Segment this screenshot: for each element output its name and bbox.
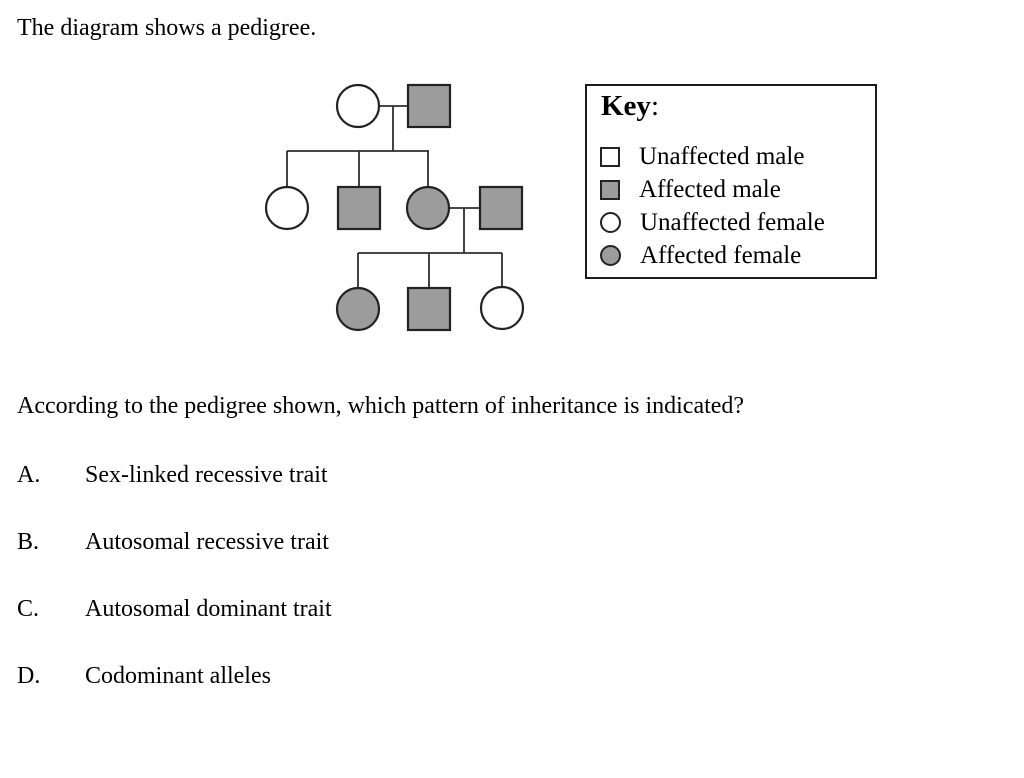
option-text: Autosomal dominant trait — [85, 596, 332, 622]
option-letter: A. — [17, 462, 41, 488]
key-item-unaffected-female: Unaffected female — [600, 206, 825, 239]
option-letter: D. — [17, 663, 41, 689]
option-letter: B. — [17, 529, 40, 555]
pedigree-individual-III-1 — [335, 286, 381, 332]
option-text: Sex-linked recessive trait — [85, 462, 328, 488]
pedigree-individual-II-1 — [264, 185, 310, 231]
option-letter: C. — [17, 596, 40, 622]
key-item-label: Affected male — [639, 175, 781, 203]
key-box: Key: Unaffected male Affected male Unaff… — [585, 84, 877, 279]
option-text: Autosomal recessive trait — [85, 529, 329, 555]
pedigree-individual-II-3 — [405, 185, 451, 231]
key-rows: Unaffected male Affected male Unaffected… — [600, 140, 825, 272]
option-d: D. Codominant alleles — [17, 663, 271, 690]
key-item-affected-male: Affected male — [600, 173, 825, 206]
key-item-unaffected-male: Unaffected male — [600, 140, 825, 173]
pedigree-individual-II-4 — [478, 185, 524, 231]
pedigree-individual-II-2 — [336, 185, 382, 231]
key-heading: Key — [601, 90, 651, 122]
option-text: Codominant alleles — [85, 663, 271, 689]
key-item-label: Unaffected male — [639, 142, 805, 170]
key-item-label: Affected female — [640, 241, 802, 269]
pedigree-individual-III-3 — [479, 285, 525, 331]
option-a: A. Sex-linked recessive trait — [17, 462, 328, 489]
pedigree-individual-I-2 — [406, 83, 452, 129]
affected-male-symbol — [600, 179, 620, 200]
question-text: According to the pedigree shown, which p… — [17, 393, 745, 419]
pedigree-individual-I-1 — [335, 83, 381, 129]
option-b: B. Autosomal recessive trait — [17, 529, 329, 556]
key-title: Key: — [601, 90, 659, 123]
key-item-label: Unaffected female — [640, 208, 825, 236]
option-c: C. Autosomal dominant trait — [17, 596, 332, 623]
key-heading-colon: : — [650, 90, 659, 122]
unaffected-male-symbol — [600, 146, 620, 167]
question-intro: The diagram shows a pedigree. — [17, 15, 317, 41]
affected-female-symbol — [600, 245, 621, 266]
pedigree-diagram — [264, 83, 525, 332]
unaffected-female-symbol — [600, 212, 621, 233]
key-item-affected-female: Affected female — [600, 239, 825, 272]
pedigree-individual-III-2 — [406, 286, 452, 332]
